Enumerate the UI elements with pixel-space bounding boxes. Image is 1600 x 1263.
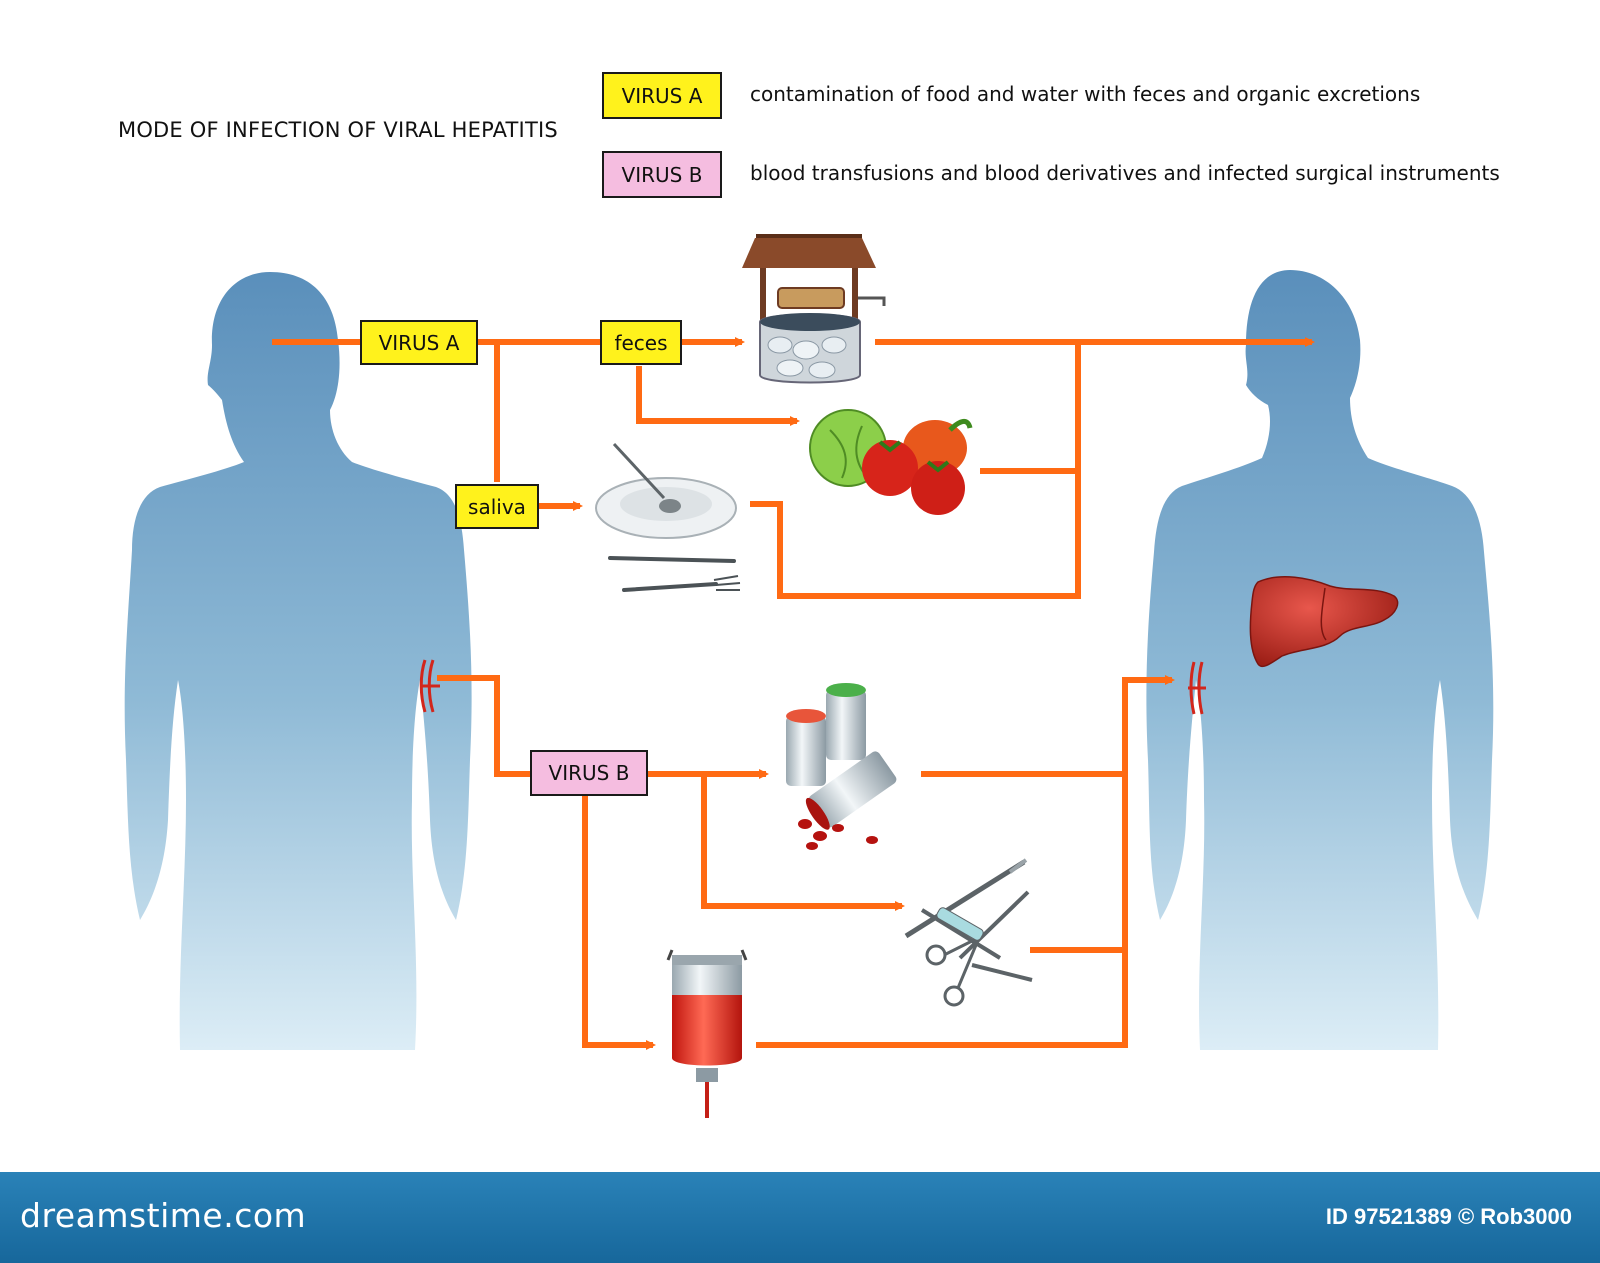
footer-bar: dreamstime.com ID 97521389 © Rob3000 xyxy=(0,1172,1600,1263)
legend-virus-b-badge: VIRUS B xyxy=(602,151,722,198)
plate-cutlery-icon xyxy=(596,444,740,590)
legend-virus-b-description: blood transfusions and blood derivatives… xyxy=(750,161,1500,185)
legend-virus-a-badge: VIRUS A xyxy=(602,72,722,119)
footer-credit: ID 97521389 © Rob3000 xyxy=(1326,1204,1572,1230)
legend-virus-b-label: VIRUS B xyxy=(622,163,703,187)
legend-virus-a-label: VIRUS A xyxy=(622,84,703,108)
surgical-instruments-icon xyxy=(906,860,1032,1005)
node-virus-b-label: VIRUS B xyxy=(549,761,630,785)
legend-virus-a-description: contamination of food and water with fec… xyxy=(750,82,1420,106)
node-saliva: saliva xyxy=(455,484,539,529)
node-feces: feces xyxy=(600,320,682,365)
person-silhouette-icon xyxy=(1146,270,1493,1050)
person-silhouette-icon xyxy=(125,272,472,1050)
node-saliva-label: saliva xyxy=(468,495,526,519)
well-icon xyxy=(742,236,884,383)
node-virus-b: VIRUS B xyxy=(530,750,648,796)
blood-bag-icon xyxy=(668,950,746,1118)
vegetables-icon xyxy=(810,410,970,515)
node-feces-label: feces xyxy=(614,331,667,355)
footer-brand[interactable]: dreamstime.com xyxy=(20,1196,306,1235)
node-virus-a-label: VIRUS A xyxy=(379,331,460,355)
node-virus-a: VIRUS A xyxy=(360,320,478,365)
blood-vials-icon xyxy=(786,683,898,850)
page-title: MODE OF INFECTION OF VIRAL HEPATITIS xyxy=(118,118,558,142)
